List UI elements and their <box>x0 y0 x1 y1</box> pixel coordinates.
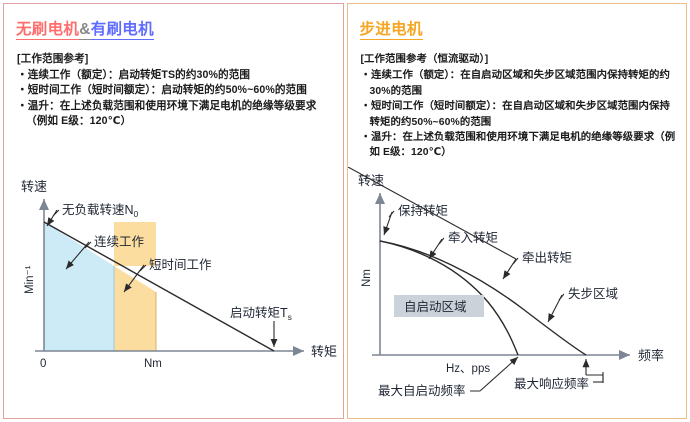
speed-torque-curve <box>43 221 275 352</box>
leader-continuous-operation <box>65 241 90 270</box>
leader-pull-out-torque <box>502 258 516 280</box>
right-body-item-0: ・连续工作（额定）：在自启动区域和失步区域范围内保持转矩的约30%的范围 <box>360 70 671 97</box>
annotation-starting-torque: 启动转矩Ts <box>230 305 292 322</box>
right-body-header: [工作范围参考（恒流驱动）] <box>360 54 489 65</box>
left-y-axis-unit: Min⁻¹ <box>24 265 36 294</box>
left-y-axis-title: 转速 <box>21 179 47 194</box>
left-body-item-2: ・温升：在上述负载范围和使用环境下满足电机的绝缘等级要求（例如 E级：120℃） <box>17 99 317 127</box>
right-body-item-2: ・温升：在上述负载范围和使用环境下满足电机的绝缘等级要求（例如 E级：120℃） <box>360 132 676 159</box>
left-x-axis-title: 转矩 <box>311 344 337 359</box>
leader-pull-in-torque <box>428 238 442 260</box>
left-panel-body: [工作范围参考] ・连续工作（额定）：启动转矩TS的约30%的范围 ・短时间工作… <box>17 52 335 129</box>
panel-stepper-motor: 步进电机 [工作范围参考（恒流驱动）] ・连续工作（额定）：在自启动区域和失步区… <box>346 3 687 419</box>
right-body-item-1: ・短时间工作（短时间额定）：在自启动区域和失步区域范围内保持转矩的约50%~60… <box>360 101 671 128</box>
leader-max-self-start-frequency <box>479 356 518 392</box>
pull-out-torque-curve <box>379 240 586 356</box>
left-chart: 转速 Min⁻¹ 转矩 0 Nm 无负载转速N0 连续工作 短时间工作 <box>4 169 343 384</box>
right-panel-body: [工作范围参考（恒流驱动）] ・连续工作（额定）：在自启动区域和失步区域范围内保… <box>361 52 679 161</box>
right-x-axis-unit: Hz、pps <box>446 363 490 375</box>
left-body-header: [工作范围参考] <box>17 53 89 65</box>
annotation-pull-out-torque: 牵出转矩 <box>522 250 572 265</box>
self-start-region-box <box>393 295 484 317</box>
annotation-pull-in-torque: 牵入转矩 <box>448 230 498 245</box>
x-tick-zero: 0 <box>40 358 46 370</box>
leader-no-load-speed <box>46 209 58 227</box>
annotation-slip-region: 失步区域 <box>568 286 618 301</box>
annotation-max-self-start-frequency: 最大自启动频率 <box>378 383 466 398</box>
annotation-self-start-region: 自启动区域 <box>404 300 467 314</box>
annotation-no-load-speed: 无负载转速N0 <box>62 202 139 219</box>
right-y-axis-title: 转速 <box>358 173 384 188</box>
x-tick-nm: Nm <box>144 358 162 370</box>
right-x-axis-title: 频率 <box>638 348 664 363</box>
stepper-torque-frequency-chart-svg: 转速 Nm 频率 Hz、pps 自启动区域 保持转矩 牵入转矩 <box>347 167 664 398</box>
panel-brushless-brushed-motor: 无刷电机&有刷电机 [工作范围参考] ・连续工作（额定）：启动转矩TS的约30%… <box>3 3 344 419</box>
annotation-short-time-operation: 短时间工作 <box>149 258 212 272</box>
right-title-text: 步进电机 <box>359 21 423 40</box>
speed-torque-chart-svg: 转速 Min⁻¹ 转矩 0 Nm 无负载转速N0 连续工作 短时间工作 <box>21 179 337 370</box>
left-title-part2: 有刷电机 <box>90 21 154 40</box>
left-body-item-1: ・短时间工作（短时间额定）：启动转矩的约50%~60%的范围 <box>17 84 307 97</box>
right-chart: 转速 Nm 频率 Hz、pps 自启动区域 保持转矩 牵入转矩 <box>347 167 687 417</box>
leader-short-time-operation <box>123 264 145 293</box>
right-panel-title: 步进电机 <box>359 17 423 40</box>
left-panel-title: 无刷电机&有刷电机 <box>16 17 154 40</box>
left-body-item-0: ・连续工作（额定）：启动转矩TS的约30%的范围 <box>17 69 251 82</box>
left-title-ampersand: & <box>79 21 91 40</box>
pull-in-torque-curve <box>379 240 519 356</box>
leader-holding-torque <box>382 211 393 236</box>
leader-slip-region <box>547 294 562 323</box>
annotation-holding-torque: 保持转矩 <box>398 203 448 218</box>
annotation-max-response-frequency: 最大响应频率 <box>514 376 589 391</box>
annotation-continuous-operation: 连续工作 <box>94 234 145 249</box>
right-y-axis-unit: Nm <box>361 269 373 287</box>
left-title-part1: 无刷电机 <box>16 21 80 40</box>
